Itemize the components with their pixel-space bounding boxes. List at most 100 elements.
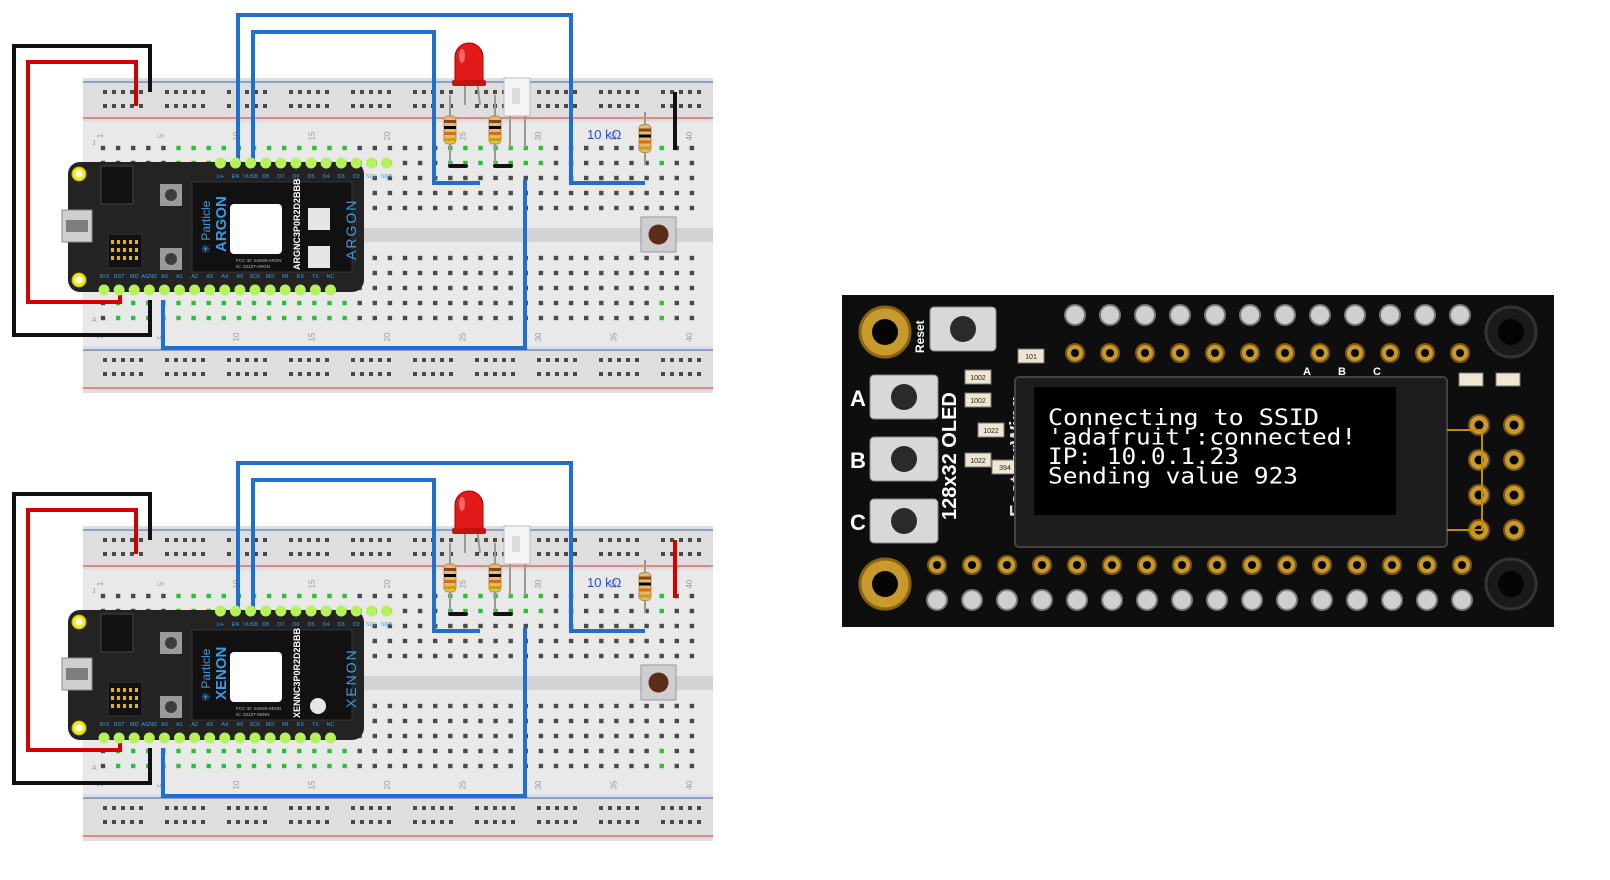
board-fcc: FCC ID: 2AEMI-ARGN (236, 258, 282, 263)
breadboard-hole (463, 255, 468, 261)
rail-hole (670, 104, 674, 108)
breadboard-hole (508, 270, 513, 276)
header-pin-silver (1064, 304, 1086, 326)
header-pin-silver (1101, 589, 1123, 611)
resistor-band (489, 126, 501, 129)
breadboard-hole (508, 315, 513, 321)
debug-pin (123, 688, 126, 692)
rail-hole (227, 104, 231, 108)
breadboard-hole (493, 300, 498, 306)
breadboard-hole (357, 315, 362, 321)
rail-hole (608, 90, 612, 94)
breadboard-hole (176, 315, 181, 321)
rail-hole (449, 538, 453, 542)
header-pad-hole (1388, 561, 1396, 569)
breadboard-hole (614, 718, 619, 724)
rail-hole (103, 372, 107, 376)
breadboard-hole (568, 703, 574, 709)
breadboard-hole (553, 763, 559, 769)
rail-hole (245, 358, 249, 362)
rail-hole (201, 104, 205, 108)
breadboard-hole (463, 190, 468, 196)
breadboard-hole (584, 285, 589, 291)
breadboard-hole (584, 748, 589, 754)
rail-hole (245, 538, 249, 542)
rail-hole (599, 90, 603, 94)
breadboard-hole (100, 593, 106, 599)
debug-pin (117, 696, 120, 700)
header-pad-hole (1106, 349, 1114, 357)
breadboard-hole (463, 623, 468, 629)
breadboard-hole (508, 638, 513, 644)
breadboard-hole (146, 593, 151, 599)
rail-hole (130, 806, 134, 810)
breadboard-hole (644, 653, 649, 659)
breadboard-hole (599, 255, 604, 261)
breadboard-hole (614, 608, 619, 614)
rail-hole (130, 90, 134, 94)
breadboard-hole (659, 145, 664, 151)
header-pad-hole (1456, 349, 1464, 357)
breadboard-hole (659, 763, 664, 769)
rail-hole (307, 538, 311, 542)
debug-pin (135, 704, 138, 708)
rail-hole (307, 806, 311, 810)
rail-hole (449, 820, 453, 824)
breadboard-hole (644, 733, 649, 739)
breadboard-hole (553, 175, 559, 181)
pcb-mount-hole-center (1498, 571, 1524, 597)
rail-hole (440, 806, 444, 810)
rail-hole (254, 820, 258, 824)
rail-hole (139, 372, 143, 376)
rail-hole (608, 372, 612, 376)
header-pin-silver (1241, 589, 1263, 611)
breadboard-hole (538, 190, 544, 196)
breadboard-hole (206, 763, 211, 769)
button-label-b: B (850, 448, 866, 473)
breadboard-hole (417, 703, 423, 709)
breadboard-hole (297, 300, 302, 306)
rail-hole (378, 372, 382, 376)
breadboard-hole (674, 638, 679, 644)
led-red (454, 490, 484, 532)
breadboard-hole (478, 160, 483, 166)
breadboard-hole (568, 190, 574, 196)
breadboard-hole (115, 145, 121, 151)
header-pin-top (365, 605, 377, 617)
pin-label-bottom: A1 (176, 274, 183, 280)
breadboard-hole (463, 270, 468, 276)
pin-label-bottom: NC (327, 722, 335, 728)
board-serial: ARGNC3P0R2D2BBB (292, 178, 302, 270)
rail-hole (573, 552, 577, 556)
breadboard-hole (584, 763, 589, 769)
breadboard-hole (448, 763, 453, 769)
breadboard-hole (659, 285, 664, 291)
rail-hole (661, 104, 665, 108)
breadboard-hole (584, 315, 589, 321)
breadboard-hole (493, 638, 498, 644)
breadboard-hole (417, 608, 423, 614)
pin-label-bottom: RST (114, 722, 126, 728)
breadboard-hole (176, 763, 181, 769)
rail-hole (387, 552, 391, 556)
breadboard-hole (584, 190, 589, 196)
rail-hole (325, 552, 329, 556)
breadboard-hole (131, 300, 136, 306)
rail-hole (413, 820, 417, 824)
header-pad-hole (1316, 349, 1324, 357)
breadboard-hole (478, 748, 483, 754)
rail-hole (608, 806, 612, 810)
breadboard-hole (402, 160, 408, 166)
rail-hole (201, 820, 205, 824)
breadboard-hole (251, 315, 257, 321)
breadboard-hole (282, 300, 287, 306)
breadboard-hole (584, 593, 589, 599)
breadboard-hole (644, 315, 649, 321)
row-letter: A (92, 765, 97, 772)
header-pin-bottom (219, 732, 231, 744)
rail-hole (174, 552, 178, 556)
rail-hole (670, 90, 674, 94)
pin-label-top: VUSB (243, 622, 258, 628)
smd-component (964, 392, 992, 408)
